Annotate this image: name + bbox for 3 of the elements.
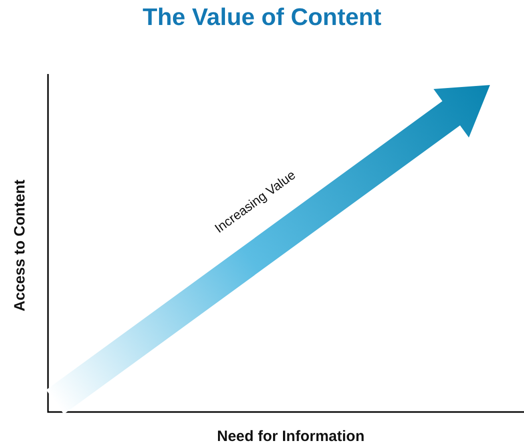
axis-label: Need for Information bbox=[217, 428, 365, 444]
title: The Value of Content bbox=[142, 4, 382, 32]
axis-label: Access to Content bbox=[11, 179, 28, 311]
